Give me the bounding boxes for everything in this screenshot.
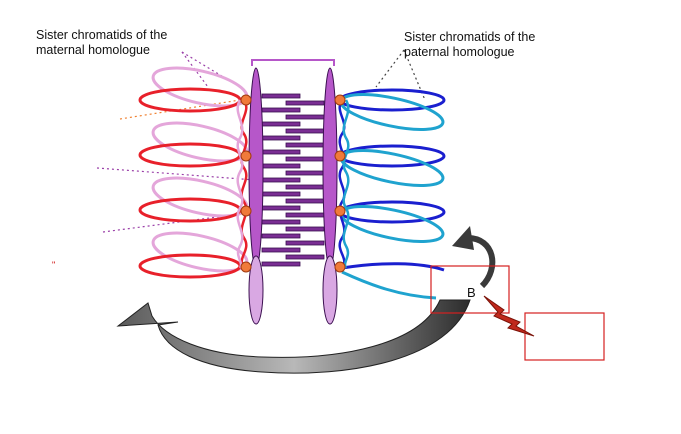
highlight-box-empty <box>524 312 605 361</box>
axial-elements <box>248 67 338 325</box>
maternal-chromatids <box>138 66 249 279</box>
small-rotate-arrow-icon <box>452 226 496 289</box>
lightning-bolt-icon <box>483 295 535 337</box>
paternal-homologue-label: Sister chromatids of the paternal homolo… <box>404 30 535 60</box>
paternal-chromatids <box>338 88 446 300</box>
central-region-bracket <box>251 59 335 66</box>
highlight-box-b <box>430 265 510 314</box>
paternal-label-line-2: paternal homologue <box>404 45 515 59</box>
maternal-label-line-1: Sister chromatids of the <box>36 28 168 42</box>
paternal-label-line-1: Sister chromatids of the <box>404 30 536 44</box>
red-mark: " <box>52 260 56 270</box>
maternal-homologue-label: Sister chromatids of the maternal homolo… <box>36 28 167 58</box>
transverse-filaments <box>261 93 325 267</box>
box-b-label: B <box>467 285 476 300</box>
attachment-nodes <box>240 94 346 273</box>
maternal-label-line-2: maternal homologue <box>36 43 150 57</box>
curved-return-arrow-icon <box>116 299 471 374</box>
